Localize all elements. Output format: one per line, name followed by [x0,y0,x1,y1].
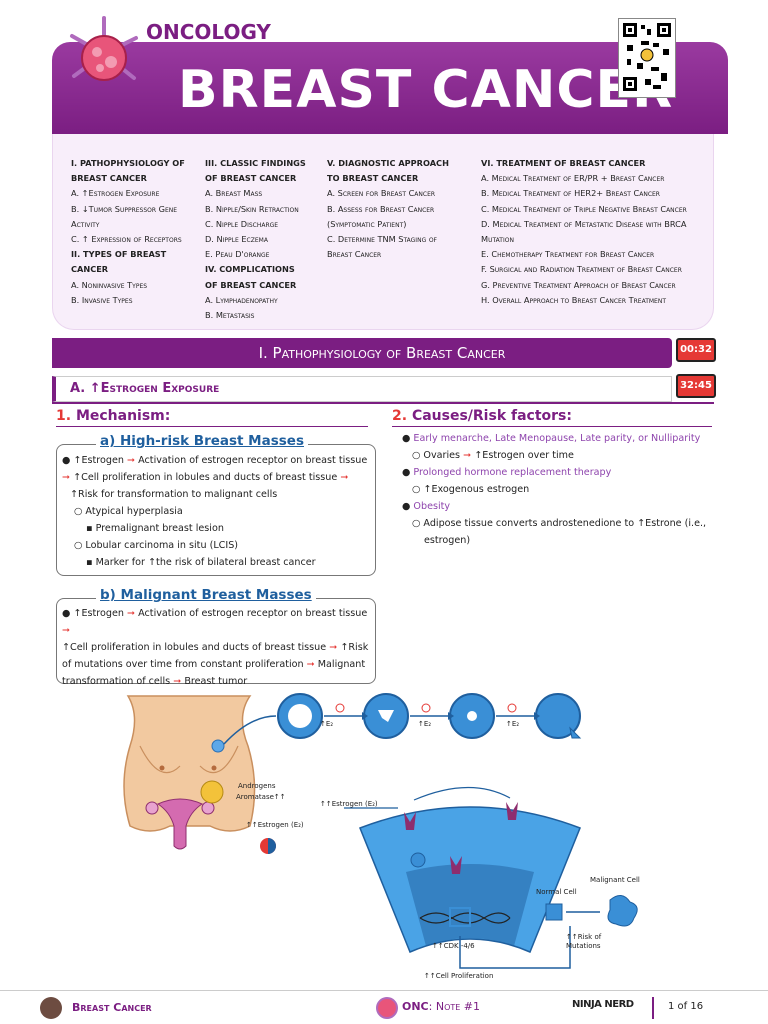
toc-item[interactable]: C. Medical Treatment of Triple Negative … [481,203,687,214]
toc-item[interactable]: Breast Cancer [71,173,147,184]
diagram-label-estrogen-low: ↑↑Estrogen (E₂) [246,821,304,829]
diagram-label-normal-cell: Normal Cell [536,888,577,896]
toc-item[interactable]: D. Nipple Eczema [205,234,268,245]
qr-code-icon[interactable] [618,18,676,98]
high-risk-masses-title: a) High-risk Breast Masses [96,433,308,449]
toc-item[interactable]: V. Diagnostic Approach [327,158,449,168]
subject-label: ONCOLOGY [146,20,271,44]
toc-item[interactable]: A. Screen for Breast Cancer [327,188,436,199]
toc-item[interactable]: A. Breast Mass [205,188,263,199]
toc-item[interactable]: IV. Complications [205,264,295,275]
ninja-avatar-icon [40,997,62,1019]
toc-item[interactable]: C. Nipple Discharge [205,218,279,229]
toc-item[interactable]: C. ↑ Expression of Receptors [71,234,182,245]
toc-item[interactable]: B. Nipple/Skin Retraction [205,203,299,214]
mechanism-number: 1. [56,408,72,424]
high-risk-masses-text: ● ↑Estrogen ➞ Activation of estrogen rec… [62,455,368,568]
footer-divider [652,997,654,1019]
diagram-label-e2-1: ↑E₂ [320,720,334,728]
footer-note: : Note #1 [428,1000,481,1013]
uterus-icon [156,798,204,850]
toc-item[interactable]: Cancer [71,264,109,275]
toc-item[interactable]: F. Surgical and Radiation Treatment of B… [481,264,682,275]
tumor-mark-icon [211,739,225,753]
toc-item[interactable]: H. Overall Approach to Breast Cancer Tre… [481,294,666,305]
toc-item[interactable]: III. Classic Findings [205,158,306,168]
footer-title: Breast Cancer [72,1001,152,1014]
diagram-label-e2-3: ↑E₂ [506,720,520,728]
toc-item[interactable]: of Breast Cancer [205,279,297,290]
toc-column-3: V. Diagnostic Approach to Breast CancerA.… [327,156,477,262]
cancer-cell-logo-icon [64,14,144,98]
toc-item[interactable]: E. Peau D'orange [205,249,270,260]
toc-item[interactable]: (Symptomatic Patient) [327,218,407,229]
dna-icon [419,912,511,924]
toc-item[interactable]: I. Pathophysiology of [71,158,185,168]
timestamp-button-1[interactable]: 00:32 [676,338,716,362]
toc-column-4: VI. Treatment of Breast Cancer A. Medical… [481,156,721,308]
diagram-label-e2-2: ↑E₂ [418,720,432,728]
toc-item[interactable]: A. Lymphadenopathy [205,294,278,305]
footer-note-prefix: ONC [402,1000,429,1013]
mechanism-heading: Mechanism: [75,408,171,424]
toc-item[interactable]: Breast Cancer [327,249,382,260]
estrogen-pathway-diagram [123,693,638,969]
causes-rule [392,426,712,427]
malignant-cell-icon [607,895,638,927]
cell-progression [277,693,582,739]
header-banner [52,42,728,134]
section-header-bar: I. Pathophysiology of Breast Cancer [52,338,672,368]
toc-item[interactable]: B. Invasive Types [71,294,133,305]
adipose-tissue-icon [200,780,224,804]
normal-cell-icon [545,903,563,921]
page-title: BREAST CANCER [178,60,674,120]
section-title: I. Pathophysiology of Breast Cancer [258,344,506,362]
page-number: 1 of 16 [668,1001,704,1012]
subsection-title: A. ↑Estrogen Exposure [70,381,220,396]
diagram-label-proliferation: ↑↑Cell Proliferation [424,972,494,980]
diagram-label-androgens: Androgens [238,782,276,790]
high-risk-masses-box [56,444,376,576]
diagram-label-cdk: ↑↑CDK -4/6 [432,942,475,950]
toc-item[interactable]: Activity [71,218,100,229]
diagram-label-risk-1: ↑↑Risk of [566,933,602,941]
toc-column-1: I. Pathophysiology of Breast Cancer A. ↑Es… [71,156,211,308]
mechanism-rule [56,426,368,427]
causes-heading: Causes/Risk factors: [411,408,572,424]
table-of-contents: I. Pathophysiology of Breast Cancer A. ↑Es… [52,134,714,330]
diagram-label-estrogen-top: ↑↑Estrogen (E₂) [320,800,378,808]
timestamp-button-2[interactable]: 32:45 [676,374,716,398]
footer: Breast Cancer ONC: Note #1 NINJA NERD 1 … [0,990,768,1024]
subsection-bar: A. ↑Estrogen Exposure [52,376,672,402]
toc-item[interactable]: VI. Treatment of Breast Cancer [481,158,646,168]
toc-item[interactable]: B. Assess for Breast Cancer [327,203,435,214]
causes-number: 2. [392,408,408,424]
toc-item[interactable]: to Breast Cancer [327,173,419,184]
malignant-masses-text: ● ↑Estrogen ➞ Activation of estrogen rec… [62,608,369,687]
toc-item[interactable]: A. ↑Estrogen Exposure [71,188,160,199]
toc-column-2: III. Classic Findings of Breast Cancer A. … [205,156,325,323]
diagram-label-malignant-cell: Malignant Cell [590,876,640,884]
subsection-underline [52,402,714,404]
estrogen-receptor-icons [404,802,518,874]
malignant-masses-title: b) Malignant Breast Masses [96,587,316,603]
toc-item[interactable]: D. Medical Treatment of Metastatic Disea… [481,218,687,229]
toc-item[interactable]: C. Determine TNM Staging of [327,234,437,245]
toc-item[interactable]: of Breast Cancer [205,173,297,184]
toc-item[interactable]: II. Types of Breast [71,249,167,260]
toc-item[interactable]: A. Noninvasive Types [71,279,148,290]
footer-brand: NINJA NERD [572,999,634,1010]
diagram-label-risk-2: Mutations [566,942,601,950]
diagram-label-aromatase: Aromatase↑↑ [236,793,286,801]
toc-item[interactable]: Mutation [481,234,514,245]
toc-item[interactable]: B. ↓Tumor Suppressor Gene [71,203,178,214]
risk-factors-list: ● Early menarche, Late Menopause, Late p… [402,433,707,546]
toc-item[interactable]: A. Medical Treatment of ER/PR + Breast C… [481,173,665,184]
footer-cancer-cell-icon [376,997,398,1019]
toc-item[interactable]: E. Chemotherapy Treatment for Breast Can… [481,249,655,260]
toc-item[interactable]: B. Metastasis [205,310,255,321]
toc-item[interactable]: G. Preventive Treatment Approach of Brea… [481,279,676,290]
toc-item[interactable]: B. Medical Treatment of HER2+ Breast Can… [481,188,660,199]
